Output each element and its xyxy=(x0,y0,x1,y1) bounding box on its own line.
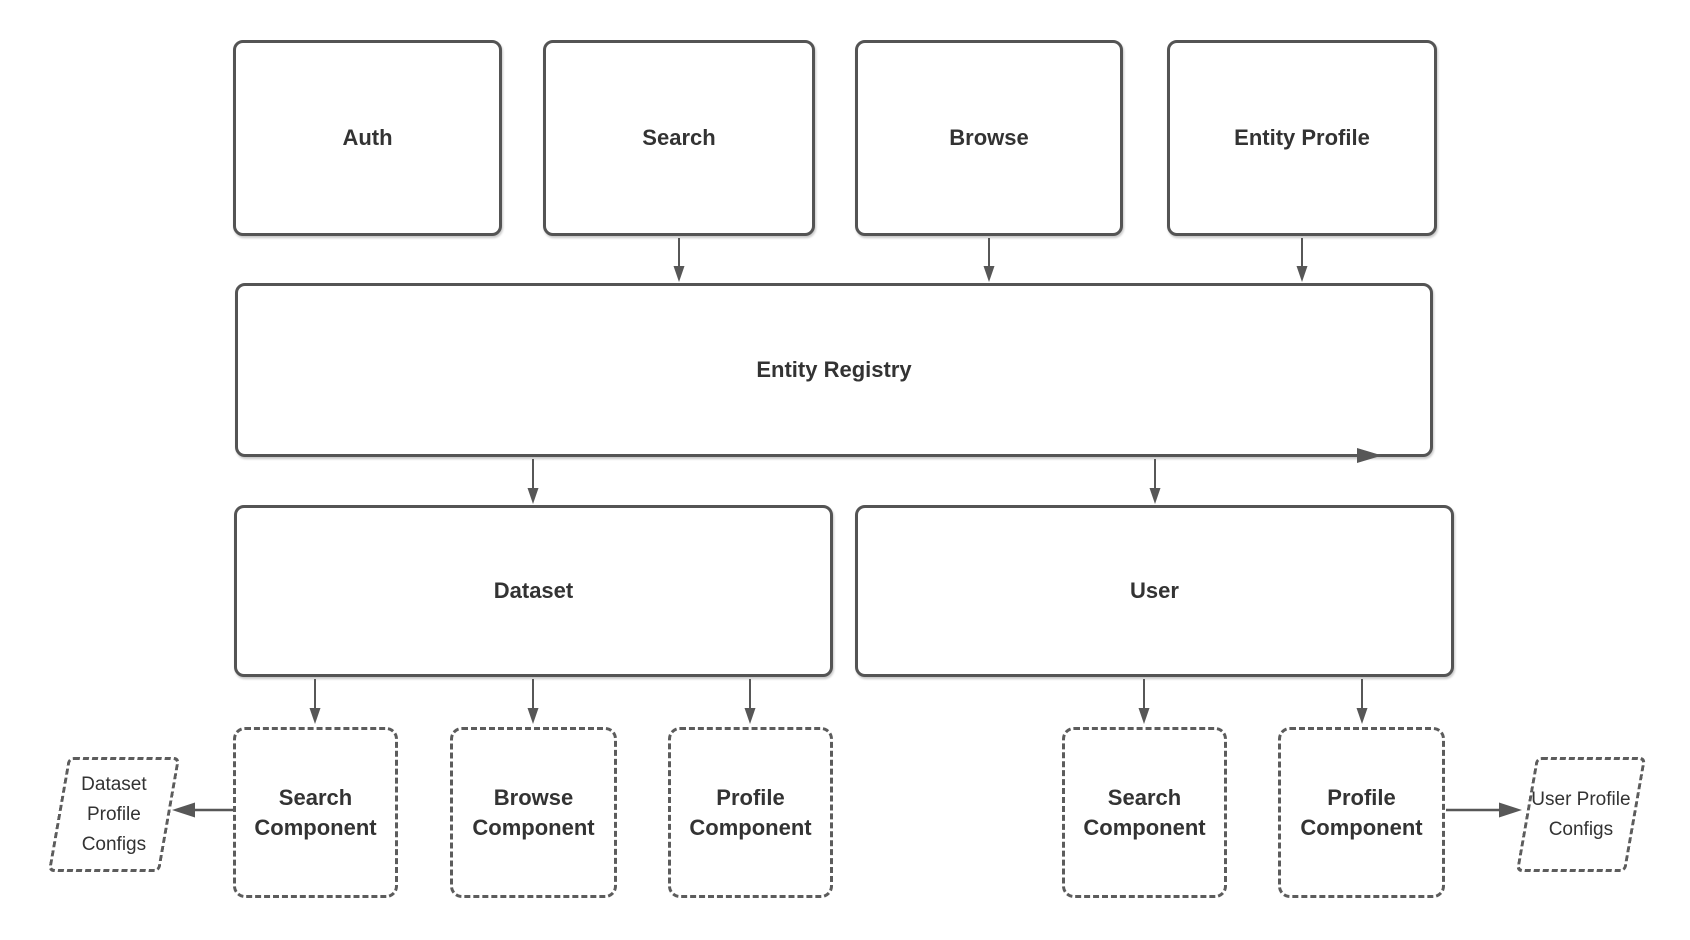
dataset-profile-configs-node: Dataset Profile Configs xyxy=(47,757,181,872)
user-profile-component-node: Profile Component xyxy=(1278,727,1445,898)
entity-profile-node: Entity Profile xyxy=(1167,40,1437,236)
dataset-search-component-node: Search Component xyxy=(233,727,398,898)
arrow-entity-registry-to-user xyxy=(1149,459,1161,504)
dataset-profile-component-node: Profile Component xyxy=(668,727,833,898)
arrow-user-to-search-component xyxy=(1138,679,1150,724)
user-profile-configs-node: User Profile Configs xyxy=(1515,757,1647,872)
auth-label: Auth xyxy=(342,125,393,150)
entity-registry-label: Entity Registry xyxy=(756,357,912,382)
search-node: Search xyxy=(543,40,815,236)
arrow-search-to-entity-registry xyxy=(673,238,685,282)
arrow-dataset-to-search-component xyxy=(309,679,321,724)
dataset-browse-component-node: Browse Component xyxy=(450,727,617,898)
user-search-component-label: Search Component xyxy=(1083,784,1206,840)
user-search-component-node: Search Component xyxy=(1062,727,1227,898)
dataset-search-component-label: Search Component xyxy=(254,784,377,840)
user-label: User xyxy=(1130,578,1179,603)
browse-node: Browse xyxy=(855,40,1123,236)
arrow-dataset-to-browse-component xyxy=(527,679,539,724)
dataset-node: Dataset xyxy=(234,505,833,677)
arrow-profile-component-to-user-profile-configs xyxy=(1446,802,1522,818)
arrow-user-to-profile-component xyxy=(1356,679,1368,724)
dataset-browse-component-label: Browse Component xyxy=(472,784,595,840)
arrow-dataset-to-profile-component xyxy=(744,679,756,724)
user-profile-configs-label: User Profile Configs xyxy=(1531,788,1631,840)
dataset-label: Dataset xyxy=(493,578,574,603)
user-profile-component-label: Profile Component xyxy=(1300,784,1423,840)
browse-label: Browse xyxy=(949,125,1029,150)
arrow-entity-profile-to-entity-registry xyxy=(1296,238,1308,282)
dataset-profile-configs-label: Dataset Profile Configs xyxy=(81,773,147,855)
arrow-browse-to-entity-registry xyxy=(983,238,995,282)
entity-profile-label: Entity Profile xyxy=(1234,125,1370,150)
user-node: User xyxy=(855,505,1454,677)
entity-registry-node: Entity Registry xyxy=(235,283,1433,457)
arrow-search-component-to-dataset-profile-configs xyxy=(172,802,233,818)
search-label: Search xyxy=(642,125,716,150)
auth-node: Auth xyxy=(233,40,502,236)
dataset-profile-component-label: Profile Component xyxy=(689,784,812,840)
arrow-entity-registry-to-dataset xyxy=(527,459,539,504)
